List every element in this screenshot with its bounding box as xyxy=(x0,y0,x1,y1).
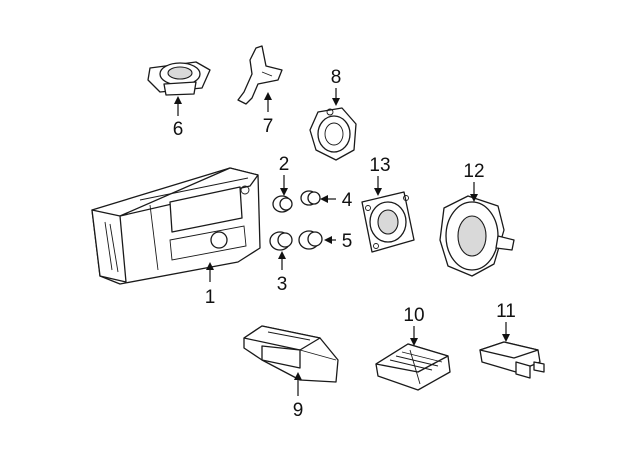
part-7-bracket xyxy=(237,45,283,105)
callout-10: 10 xyxy=(403,305,424,326)
part-5-knob xyxy=(298,230,323,250)
callout-4: 4 xyxy=(342,190,353,211)
callout-12: 12 xyxy=(463,161,484,182)
part-8-speaker xyxy=(309,107,357,161)
callout-2: 2 xyxy=(279,154,290,175)
callout-labels: 1 2 3 4 5 6 7 8 9 10 11 12 13 xyxy=(173,67,516,421)
callout-8: 8 xyxy=(331,67,342,88)
callout-6: 6 xyxy=(173,119,184,140)
part-10-control-module xyxy=(375,343,451,391)
leader-lines xyxy=(174,88,510,396)
part-13-speaker xyxy=(361,191,415,253)
callout-13: 13 xyxy=(369,155,390,176)
part-12-speaker xyxy=(439,195,515,277)
part-2-knob xyxy=(272,195,293,213)
callout-5: 5 xyxy=(342,231,353,252)
callout-1: 1 xyxy=(205,287,216,308)
part-4-knob xyxy=(300,190,321,206)
part-6-tweeter xyxy=(147,61,211,96)
part-3-knob xyxy=(269,231,293,251)
part-11-module xyxy=(479,341,545,379)
callout-3: 3 xyxy=(277,274,288,295)
callout-9: 9 xyxy=(293,400,304,421)
callout-11: 11 xyxy=(496,301,516,322)
part-9-amplifier xyxy=(243,325,339,383)
callout-7: 7 xyxy=(263,116,274,137)
part-1-radio xyxy=(91,167,261,285)
